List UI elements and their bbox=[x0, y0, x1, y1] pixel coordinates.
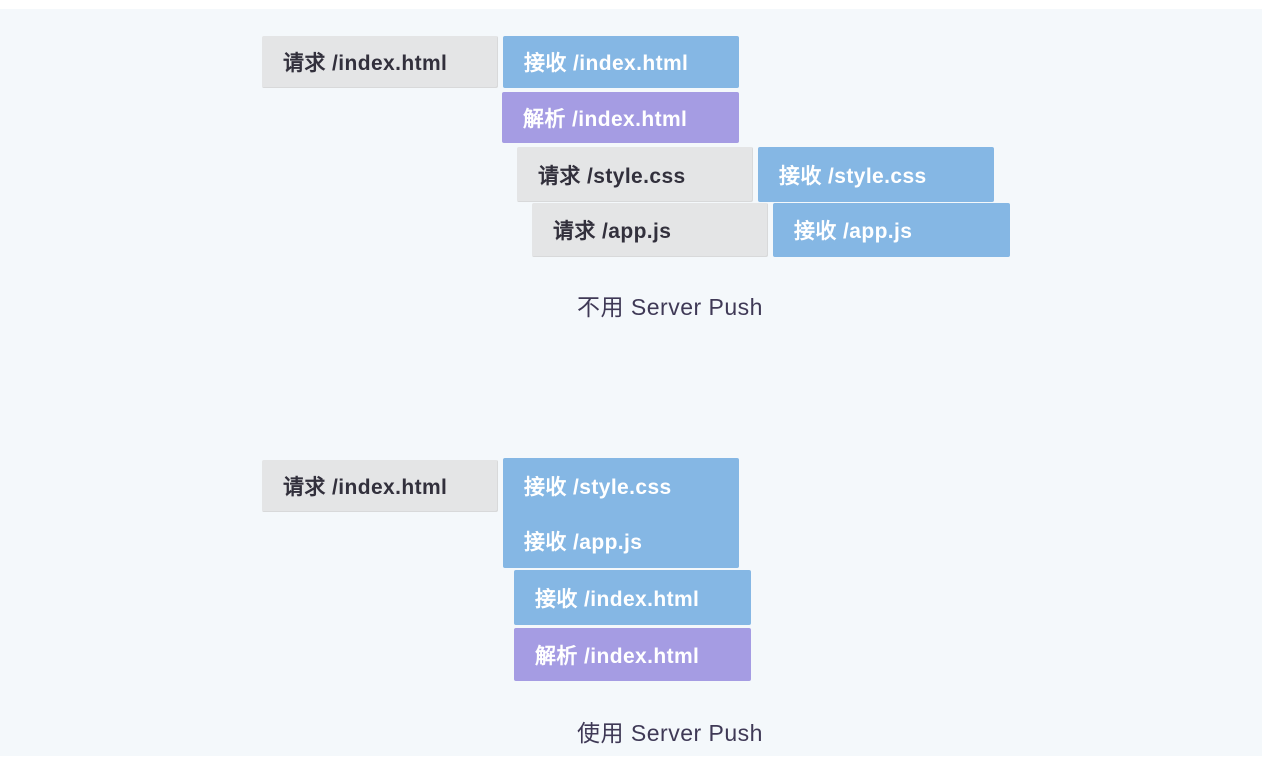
request-index-html-box-push: 请求 /index.html bbox=[262, 460, 498, 512]
top-margin-band bbox=[0, 0, 1262, 9]
request-style-css-box: 请求 /style.css bbox=[517, 147, 753, 202]
receive-style-css-pushed: 接收 /style.css bbox=[524, 475, 672, 499]
receive-app-js-pushed: 接收 /app.js bbox=[524, 530, 643, 554]
parse-index-html-box-push: 解析 /index.html bbox=[514, 628, 751, 681]
bottom-margin-band bbox=[0, 756, 1262, 766]
request-index-html-box: 请求 /index.html bbox=[262, 36, 498, 88]
receive-app-js-box: 接收 /app.js bbox=[773, 203, 1010, 257]
caption-without-server-push: 不用 Server Push bbox=[577, 294, 763, 320]
receive-index-html-box-push: 接收 /index.html bbox=[514, 570, 751, 625]
pushed-resources-box: 接收 /style.css 接收 /app.js bbox=[503, 458, 739, 568]
request-app-js-box: 请求 /app.js bbox=[532, 203, 768, 257]
receive-style-css-box: 接收 /style.css bbox=[758, 147, 994, 202]
parse-index-html-box: 解析 /index.html bbox=[502, 92, 739, 143]
caption-with-server-push: 使用 Server Push bbox=[577, 720, 763, 746]
receive-index-html-box: 接收 /index.html bbox=[503, 36, 739, 88]
